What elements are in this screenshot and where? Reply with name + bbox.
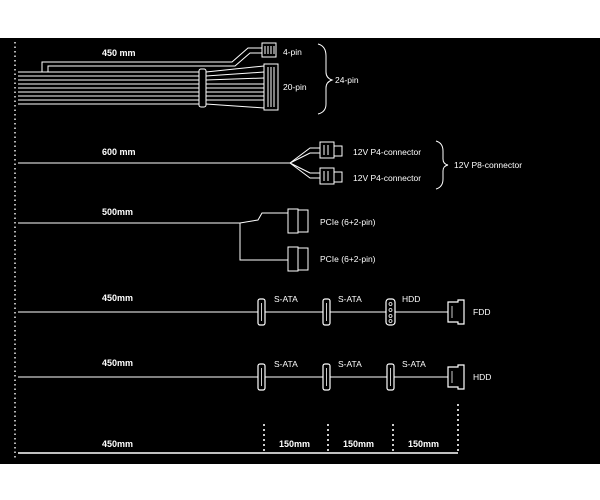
sata-fdd-length-label: 450mm	[102, 293, 133, 303]
atx-20pin-connector	[263, 63, 279, 111]
cable-diagram-svg: 450 mm	[14, 42, 522, 458]
cpu-p4-connector-top	[319, 141, 343, 159]
atx-wire-bundle	[18, 65, 265, 109]
atx-cable: 450 mm	[18, 42, 359, 115]
scale-label-150-a: 150mm	[279, 439, 310, 449]
scale-label-150-b: 150mm	[343, 439, 374, 449]
sata-fdd-end-label: FDD	[473, 307, 490, 317]
hdd-molex-connector	[385, 298, 396, 326]
atx-cable-clamp	[198, 68, 207, 108]
sata-fdd-label-2: S-ATA	[338, 294, 362, 304]
pcie-connector-top	[287, 208, 309, 234]
cpu-p8-label: 12V P8-connector	[454, 160, 522, 170]
fdd-connector	[447, 299, 465, 325]
cable-diagram: 450 mm	[0, 38, 600, 464]
sata-fdd-label-1: S-ATA	[274, 294, 298, 304]
scale-label-450: 450mm	[102, 439, 133, 449]
sata-hdd-label-1: S-ATA	[274, 359, 298, 369]
pcie-label-bottom: PCIe (6+2-pin)	[320, 254, 376, 264]
atx-4pin-wire-a	[41, 47, 262, 72]
atx-24pin-brace	[317, 43, 334, 115]
atx-4pin-label: 4-pin	[283, 47, 302, 57]
scale-divider-ticks	[263, 404, 459, 453]
pcie-branch-top	[239, 212, 288, 224]
pcie-cable: 500mm PCIe (6+2-pin) PCIe (6+2-pin)	[18, 207, 376, 272]
atx-20pin-label: 20-pin	[283, 82, 307, 92]
sata-connector-4	[322, 363, 331, 391]
cpu-p4-connector-bottom	[319, 167, 343, 185]
sata-connector-1	[257, 298, 266, 326]
sata-hdd-label-2: S-ATA	[338, 359, 362, 369]
sata-fdd-cable: 450mm S-ATA S-ATA HDD FDD	[18, 293, 490, 326]
cpu-branch-bottom	[289, 162, 320, 174]
cpu-p4-label-top: 12V P4-connector	[353, 147, 421, 157]
sata-hdd-length-label: 450mm	[102, 358, 133, 368]
atx-4pin-wire-b	[47, 52, 262, 72]
atx-4pin-connector	[261, 42, 277, 58]
sata-connector-5	[386, 363, 395, 391]
pcie-label-top: PCIe (6+2-pin)	[320, 217, 376, 227]
sata-hdd-label-3: S-ATA	[402, 359, 426, 369]
cpu-p4-label-bottom: 12V P4-connector	[353, 173, 421, 183]
sata-connector-3	[257, 363, 266, 391]
cpu-cable: 600 mm 12V P4-connector 12V P4-connector…	[18, 140, 522, 190]
sata-connector-2	[322, 298, 331, 326]
length-scale: 450mm 150mm 150mm 150mm	[18, 404, 459, 454]
atx-24pin-label: 24-pin	[335, 75, 359, 85]
atx-length-label: 450 mm	[102, 48, 136, 58]
pcie-branch-bottom	[239, 223, 288, 261]
cpu-branch-top	[289, 147, 320, 164]
sata-fdd-label-3: HDD	[402, 294, 420, 304]
hdd-connector	[447, 364, 465, 390]
sata-hdd-cable: 450mm S-ATA S-ATA S-ATA HDD	[18, 358, 491, 391]
pcie-connector-bottom	[287, 246, 309, 272]
cpu-length-label: 600 mm	[102, 147, 136, 157]
pcie-length-label: 500mm	[102, 207, 133, 217]
sata-hdd-end-label: HDD	[473, 372, 491, 382]
scale-label-150-c: 150mm	[408, 439, 439, 449]
cpu-p8-brace	[435, 140, 449, 190]
